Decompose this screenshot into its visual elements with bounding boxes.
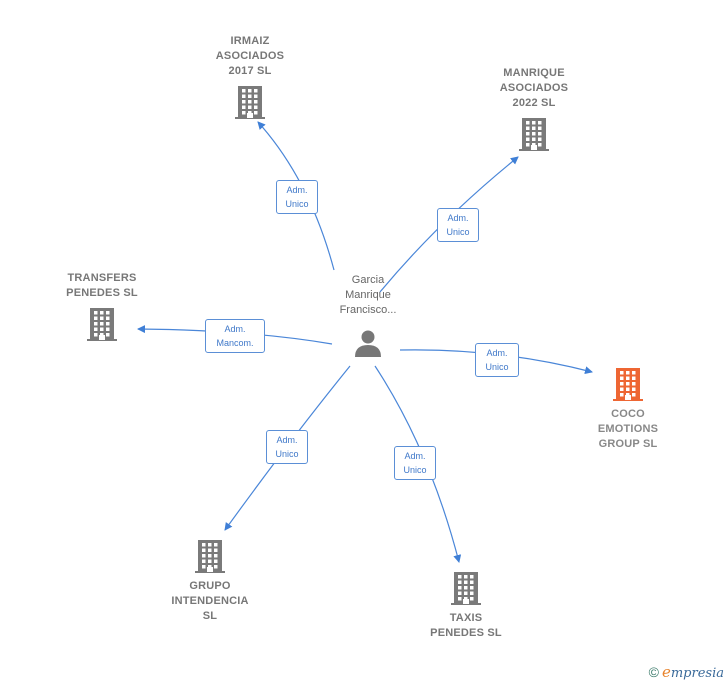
- company-node-coco[interactable]: COCO EMOTIONS GROUP SL: [578, 366, 678, 452]
- company-node-transfers[interactable]: TRANSFERS PENEDES SL: [52, 271, 152, 347]
- company-name: IRMAIZ ASOCIADOS 2017 SL: [215, 35, 285, 77]
- building-icon: [235, 86, 265, 119]
- role-label-taxis[interactable]: Adm. Unico: [394, 446, 436, 480]
- company-name: COCO EMOTIONS GROUP SL: [597, 408, 659, 450]
- role-label-manrique[interactable]: Adm. Unico: [437, 208, 479, 242]
- role-label-transfers[interactable]: Adm. Mancom.: [205, 319, 265, 353]
- company-name: MANRIQUE ASOCIADOS 2022 SL: [499, 67, 569, 109]
- company-node-manrique[interactable]: MANRIQUE ASOCIADOS 2022 SL: [484, 66, 584, 157]
- building-icon: [195, 540, 225, 573]
- company-name: TAXIS PENEDES SL: [430, 612, 502, 639]
- company-node-taxis[interactable]: TAXIS PENEDES SL: [416, 570, 516, 641]
- role-label-irmaiz[interactable]: Adm. Unico: [276, 180, 318, 214]
- brand-initial: e: [661, 663, 671, 681]
- role-label-coco[interactable]: Adm. Unico: [475, 343, 519, 377]
- role-label-grupo[interactable]: Adm. Unico: [266, 430, 308, 464]
- company-name: GRUPO INTENDENCIA SL: [171, 580, 249, 622]
- company-node-irmaiz[interactable]: IRMAIZ ASOCIADOS 2017 SL: [200, 34, 300, 125]
- empresia-logo[interactable]: ©empresia: [649, 663, 724, 681]
- building-icon: [451, 572, 481, 605]
- copyright-symbol: ©: [648, 664, 659, 680]
- person-icon: [355, 330, 381, 357]
- company-node-grupo[interactable]: GRUPO INTENDENCIA SL: [160, 538, 260, 624]
- person-name: Garcia Manrique Francisco...: [339, 274, 397, 316]
- building-icon: [519, 118, 549, 151]
- building-icon: [613, 368, 643, 401]
- person-node[interactable]: Garcia Manrique Francisco...: [318, 273, 418, 363]
- building-icon: [87, 308, 117, 341]
- company-name: TRANSFERS PENEDES SL: [66, 272, 138, 299]
- brand-text: mpresia: [670, 666, 724, 681]
